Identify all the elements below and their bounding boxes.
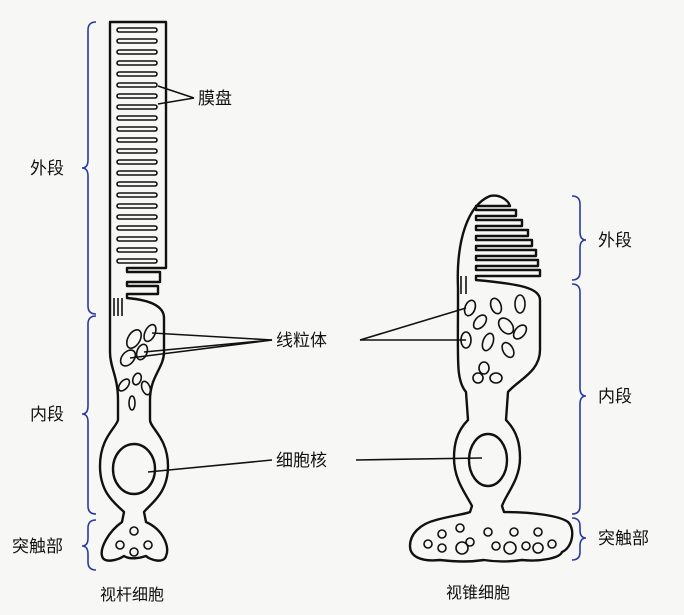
rod-brackets (81, 21, 97, 571)
cone-cell (408, 194, 574, 563)
mitochondria-label: 线粒体 (276, 331, 327, 351)
cone-inner-segment-label: 内段 (598, 387, 632, 407)
rod-inner-segment-bracket (81, 315, 97, 515)
cone-outer-segment-bracket (571, 195, 587, 281)
rod-outer-segment-label: 外段 (30, 159, 64, 179)
cone-outline (408, 194, 574, 563)
rod-mitochondria (117, 323, 157, 411)
rod-outline (98, 20, 170, 562)
rod-inner-segment-label: 内段 (30, 405, 64, 425)
cone-outer-segment-label: 外段 (598, 231, 632, 251)
cone-inner-segment-bracket (571, 283, 587, 515)
rod-caption: 视杆细胞 (100, 585, 164, 604)
cone-brackets (571, 195, 587, 561)
membrane-discs-label: 膜盘 (198, 89, 232, 109)
cone-synaptic-bracket (571, 517, 587, 561)
cone-synaptic-vesicles (423, 523, 557, 555)
nucleus-label: 细胞核 (276, 451, 327, 471)
cone-nucleus (467, 432, 509, 488)
cone-synaptic-label: 突触部 (598, 529, 649, 549)
rod-synaptic-vesicles (115, 526, 153, 557)
rod-cell (98, 20, 170, 562)
rod-outer-segment-bracket (81, 21, 97, 315)
rod-synaptic-bracket (81, 519, 97, 571)
rod-nucleus (111, 442, 157, 496)
rod-membrane-discs (116, 27, 158, 264)
pointer-lines (129, 85, 483, 473)
cone-mitochondria (460, 294, 528, 384)
cone-caption: 视锥细胞 (446, 583, 510, 602)
rod-synaptic-label: 突触部 (12, 537, 63, 557)
